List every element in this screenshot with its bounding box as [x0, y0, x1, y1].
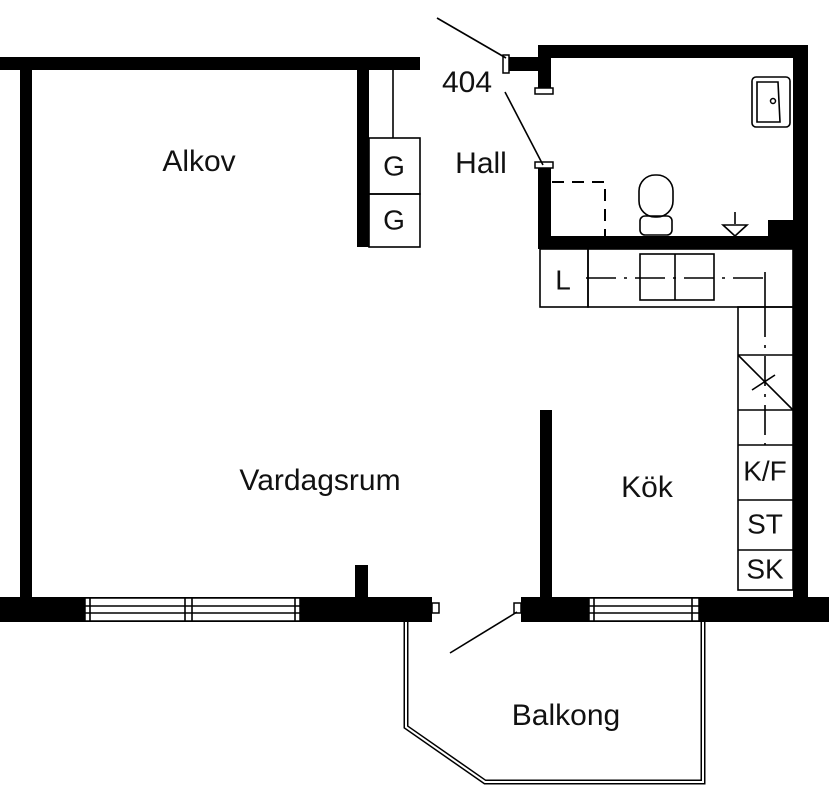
closet-label-1: G	[383, 150, 405, 181]
bathtub-sink-icon	[751, 76, 791, 128]
toilet-icon	[638, 174, 674, 236]
living-stub	[355, 565, 368, 600]
walls	[0, 45, 829, 622]
bathroom-bottom-wall	[538, 236, 793, 249]
bathroom-door-swing	[504, 91, 544, 166]
door-jamb-top	[508, 57, 540, 71]
balcony-door-swing	[449, 611, 518, 654]
sink-cabinet-label: SK	[746, 553, 784, 584]
alkov-partition	[357, 70, 369, 247]
kitchen-partition	[540, 410, 552, 600]
floor-drain-icon	[720, 212, 750, 238]
room-label-vardagsrum: Vardagsrum	[239, 464, 400, 497]
closet-2	[368, 193, 421, 248]
entry-door-swing	[436, 17, 507, 59]
left-wall	[20, 57, 32, 602]
right-wall	[793, 45, 808, 605]
fridge-freezer-label: K/F	[743, 455, 787, 486]
bathroom-left-wall-upper	[538, 45, 551, 93]
room-label-kok: Kök	[621, 471, 674, 504]
bathroom-top-wall	[538, 45, 808, 58]
room-label-balkong: Balkong	[512, 699, 620, 732]
window-living	[84, 597, 301, 622]
bathroom-left-wall-lower	[538, 166, 551, 248]
linen-label: L	[555, 264, 571, 295]
kitchen-counter-side	[737, 306, 794, 591]
closet-label-2: G	[383, 204, 405, 235]
bathroom-shaft	[768, 220, 793, 238]
shower-area	[552, 181, 606, 236]
window-kitchen	[588, 597, 700, 622]
stove-label: ST	[747, 508, 783, 539]
room-label-alkov: Alkov	[162, 145, 235, 178]
unit-number: 404	[442, 66, 492, 99]
top-wall-left	[0, 57, 420, 70]
room-label-hall: Hall	[455, 147, 507, 180]
